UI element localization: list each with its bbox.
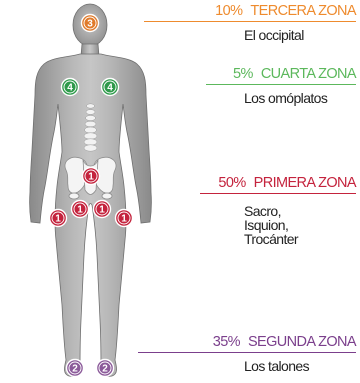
zone-cuarta-percent: 5% [233,66,253,82]
zone-cuarta-title: CUARTA ZONA [260,66,357,82]
right-trochanter-marker-label: 1 [121,214,127,225]
left-ischium-marker: 1 [70,199,90,219]
zone-segunda-description: Los talones [244,359,356,374]
right-heel-marker-label: 2 [102,364,108,375]
zone-segunda-rule [138,352,356,353]
occipital-marker: 3 [80,13,100,33]
spine [83,103,98,152]
zone-primera-heading: 50% PRIMERA ZONA [200,175,356,191]
right-heel-marker: 2 [95,358,115,378]
zone-segunda-heading: 35% SEGUNDA ZONA [138,334,357,350]
zone-tercera-percent: 10% [215,3,243,19]
right-shoulder-marker: 4 [100,77,120,97]
zone-cuarta-description: Los omóplatos [244,91,356,106]
zone-tercera-rule [144,21,356,22]
right-ischium-marker-label: 1 [99,205,105,216]
zone-primera-rule [200,193,356,194]
zone-tercera-heading: 10% TERCERA ZONA [144,3,356,19]
left-ischium-marker-label: 1 [77,205,83,216]
zone-primera-percent: 50% [218,175,246,191]
zone-segunda-desc-line: Los talones [244,358,310,374]
zone-segunda-title: SEGUNDA ZONA [247,334,357,350]
left-heel-marker: 2 [65,358,85,378]
zone-cuarta-desc-line: Los omóplatos [244,90,328,106]
left-shoulder-marker-label: 4 [67,83,73,94]
zone-primera-label: 50% PRIMERA ZONA Sacro, Isquion, Trocánte… [200,175,357,246]
zone-primera-desc-line-3: Trocánter [244,231,299,247]
zone-tercera-label: 10% TERCERA ZONA El occipital [144,3,357,43]
zone-cuarta-rule [206,84,356,85]
left-heel-marker-label: 2 [72,364,78,375]
left-trochanter-marker: 1 [48,208,68,228]
zone-segunda-percent: 35% [212,334,241,350]
zone-tercera-desc-line: El occipital [244,27,304,43]
occipital-marker-label: 3 [87,19,93,30]
zone-primera-title: PRIMERA ZONA [253,175,357,191]
right-ischium-marker: 1 [92,199,112,219]
left-shoulder-marker: 4 [60,77,80,97]
right-trochanter-marker: 1 [114,208,134,228]
zone-cuarta-label: 5% CUARTA ZONA Los omóplatos [206,66,357,106]
sacrum-marker: 1 [81,166,101,186]
zone-tercera-description: El occipital [244,28,356,43]
zone-cuarta-heading: 5% CUARTA ZONA [206,66,357,82]
zone-primera-desc-line-2: Isquion, [244,217,289,233]
sacrum-marker-label: 1 [88,172,94,183]
right-shoulder-marker-label: 4 [107,83,113,94]
zone-primera-description: Sacro, Isquion, Trocánter [244,204,356,246]
zone-tercera-title: TERCERA ZONA [250,3,356,19]
zone-primera-desc-line-1: Sacro, [244,203,281,219]
left-trochanter-marker-label: 1 [55,214,61,225]
pressure-markers: 3 4 4 1 1 1 1 [48,13,134,378]
zone-segunda-label: 35% SEGUNDA ZONA Los talones [138,334,357,374]
